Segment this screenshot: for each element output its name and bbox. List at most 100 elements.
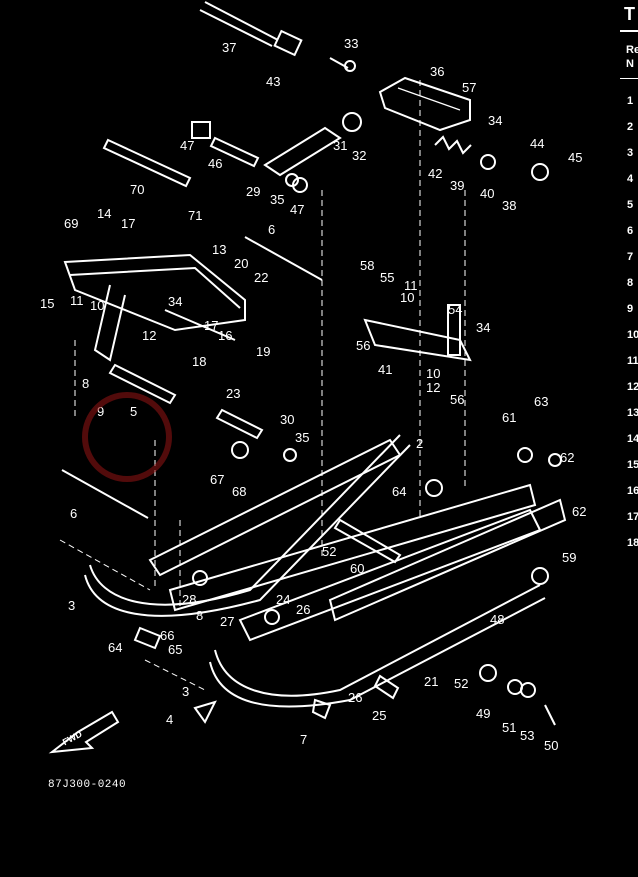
- part-callout-number: 10: [426, 366, 440, 381]
- part-callout-number: 17: [121, 216, 135, 231]
- bolt-part: [329, 57, 356, 72]
- part-callout-number: 60: [350, 561, 364, 576]
- part-callout-number: 28: [182, 592, 196, 607]
- side-panel-row-number: 11: [627, 355, 638, 367]
- part-callout-number: 2: [416, 436, 423, 451]
- part-number-code: 87J300-0240: [48, 779, 127, 791]
- part-callout-number: 50: [544, 738, 558, 753]
- part-callout-number: 11: [70, 293, 84, 308]
- side-panel-row-number: 16: [627, 485, 638, 497]
- part-callout-number: 26: [296, 602, 310, 617]
- ski-assembly: [84, 434, 567, 708]
- side-panel-row-number: 17: [627, 511, 638, 523]
- part-callout-number: 54: [448, 302, 462, 317]
- part-callout-number: 64: [108, 640, 122, 655]
- part-callout-number: 47: [180, 138, 194, 153]
- part-callout-number: 18: [192, 354, 206, 369]
- arm-part: [363, 304, 472, 362]
- part-callout-number: 14: [97, 206, 111, 221]
- part-callout-number: 8: [196, 608, 203, 623]
- part-callout-number: 48: [490, 612, 504, 627]
- part-callout-number: 58: [360, 258, 374, 273]
- part-callout-number: 25: [372, 708, 386, 723]
- part-callout-number: 12: [142, 328, 156, 343]
- part-callout-number: 7: [300, 732, 307, 747]
- part-callout-number: 21: [424, 674, 438, 689]
- part-callout-number: 4: [166, 712, 173, 727]
- part-callout-number: 67: [210, 472, 224, 487]
- part-callout-number: 59: [562, 550, 576, 565]
- part-callout-number: 10: [90, 298, 104, 313]
- part-callout-number: 62: [572, 504, 586, 519]
- part-callout-number: 23: [226, 386, 240, 401]
- part-callout-number: 15: [40, 296, 54, 311]
- part-callout-number: 11: [404, 278, 418, 293]
- part-callout-number: 44: [530, 136, 544, 151]
- side-panel-title: T: [624, 4, 635, 24]
- spring-part: [434, 135, 549, 181]
- part-callout-number: 45: [568, 150, 582, 165]
- part-callout-number: 3: [68, 598, 75, 613]
- watermark-logo: [82, 392, 172, 482]
- part-callout-number: 8: [82, 376, 89, 391]
- part-callout-number: 13: [212, 242, 226, 257]
- part-callout-number: 24: [276, 592, 290, 607]
- side-panel-row-number: 3: [627, 147, 634, 159]
- part-callout-number: 16: [218, 328, 232, 343]
- part-callout-number: 53: [520, 728, 534, 743]
- side-panel-row-number: 18: [627, 537, 638, 549]
- part-callout-number: 34: [476, 320, 490, 335]
- part-callout-number: 42: [428, 166, 442, 181]
- part-callout-number: 55: [380, 270, 394, 285]
- shaft-part: [102, 138, 192, 188]
- side-panel-row-number: 1: [627, 95, 634, 107]
- part-callout-number: 36: [430, 64, 444, 79]
- side-panel-row-number: 4: [627, 173, 634, 185]
- part-callout-number: 57: [462, 80, 476, 95]
- shaft-part: [108, 363, 264, 440]
- frame-assembly: [63, 253, 246, 362]
- part-callout-number: 69: [64, 216, 78, 231]
- part-callout-number: 56: [450, 392, 464, 407]
- side-panel-row-number: 5: [627, 199, 634, 211]
- part-callout-number: 47: [290, 202, 304, 217]
- side-panel-row-number: 10: [627, 329, 638, 341]
- part-callout-number: 12: [426, 380, 440, 395]
- side-panel-row-number: 15: [627, 459, 638, 471]
- side-panel-row-number: 12: [627, 381, 638, 393]
- part-callout-number: 30: [280, 412, 294, 427]
- rod-part: [199, 1, 303, 57]
- guide-lines: [59, 80, 466, 691]
- part-callout-number: 31: [333, 138, 347, 153]
- side-panel-divider: [620, 78, 638, 79]
- part-callout-number: 33: [344, 36, 358, 51]
- part-callout-number: 6: [70, 506, 77, 521]
- side-panel-row-number: 14: [627, 433, 638, 445]
- bracket-part: [378, 76, 471, 132]
- fastener-parts: [133, 441, 562, 726]
- part-callout-number: 63: [534, 394, 548, 409]
- part-callout-number: 19: [256, 344, 270, 359]
- part-callout-number: 40: [480, 186, 494, 201]
- part-callout-number: 43: [266, 74, 280, 89]
- side-panel-row-number: 6: [627, 225, 634, 237]
- part-callout-number: 32: [352, 148, 366, 163]
- part-callout-number: 41: [378, 362, 392, 377]
- part-callout-number: 51: [502, 720, 516, 735]
- part-callout-number: 56: [356, 338, 370, 353]
- part-callout-number: 70: [130, 182, 144, 197]
- part-callout-number: 37: [222, 40, 236, 55]
- part-callout-number: 17: [204, 318, 218, 333]
- part-callout-number: 20: [234, 256, 248, 271]
- side-panel-row-number: 7: [627, 251, 634, 263]
- side-panel-header-no: N: [626, 58, 634, 70]
- part-callout-number: 64: [392, 484, 406, 499]
- shock-part: [263, 112, 362, 193]
- part-callout-number: 71: [188, 208, 202, 223]
- side-panel-divider: [620, 30, 638, 32]
- side-panel-row-number: 8: [627, 277, 634, 289]
- part-callout-number: 46: [208, 156, 222, 171]
- side-panel-row-number: 2: [627, 121, 634, 133]
